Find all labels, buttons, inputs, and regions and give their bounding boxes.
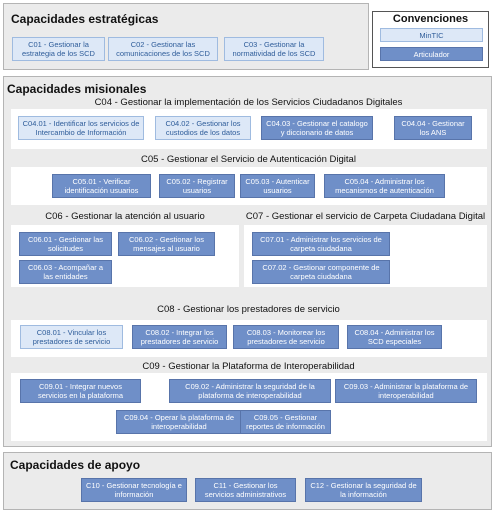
capability-c06-01[interactable]: C06.01 - Gestionar las solicitudes [19,232,112,256]
capability-c10[interactable]: C10 - Gestionar tecnología e información [81,478,187,502]
capability-c09-03[interactable]: C09.03 - Administrar la plataforma de in… [335,379,477,403]
capability-c02[interactable]: C02 - Gestionar las comunicaciones de lo… [108,37,218,61]
capability-c06-02[interactable]: C06.02 - Gestionar los mensajes al usuar… [118,232,215,256]
capability-c04-02[interactable]: C04.02 - Gestionar los custodios de los … [155,116,251,140]
group-title-c06: C06 - Gestionar la atención al usuario [45,211,205,222]
group-panel-c07: C07.01 - Administrar los servicios de ca… [244,225,487,287]
section-title: Capacidades de apoyo [10,458,141,472]
group-title-c04: C04 - Gestionar la implementación de los… [94,97,403,108]
capability-c05-02[interactable]: C05.02 - Registrar usuarios [159,174,235,198]
group-panel-c08: C08.01 - Vincular los prestadores de ser… [11,320,487,357]
capability-c09-04[interactable]: C09.04 - Operar la plataforma de interop… [116,410,242,434]
group-panel-c04: C04.01 - Identificar los servicios de In… [11,109,487,149]
capability-c05-04[interactable]: C05.04 - Administrar los mecanismos de a… [324,174,445,198]
capability-c08-02[interactable]: C08.02 - Integrar los prestadores de ser… [132,325,227,349]
legend: Convenciones MinTIC Articulador [372,11,489,68]
section-estrategicas: Capacidades estratégicas C01 - Gestionar… [3,3,369,70]
group-panel-c05: C05.01 - Verificar identificación usuari… [11,167,487,205]
capability-c09-01[interactable]: C09.01 - Integrar nuevos servicios en la… [20,379,141,403]
group-title-c05: C05 - Gestionar el Servicio de Autentica… [141,154,356,165]
capability-c03[interactable]: C03 - Gestionar la normatividad de los S… [224,37,324,61]
section-apoyo: Capacidades de apoyo C10 - Gestionar tec… [3,452,492,510]
group-title-c09: C09 - Gestionar la Plataforma de Interop… [142,361,355,372]
group-title-c07: C07 - Gestionar el servicio de Carpeta C… [245,211,486,222]
capability-c01[interactable]: C01 - Gestionar la estrategia de los SCD [12,37,105,61]
capability-c04-01[interactable]: C04.01 - Identificar los servicios de In… [18,116,144,140]
capability-c08-04[interactable]: C08.04 - Administrar los SCD especiales [347,325,442,349]
capability-c09-02[interactable]: C09.02 - Administrar la seguridad de la … [169,379,331,403]
group-panel-c09: C09.01 - Integrar nuevos servicios en la… [11,373,487,441]
capability-c06-03[interactable]: C06.03 - Acompañar a las entidades [19,260,112,284]
capability-c08-03[interactable]: C08.03 - Monitorear los prestadores de s… [233,325,339,349]
section-title: Capacidades misionales [7,82,147,96]
legend-mintic: MinTIC [380,28,483,42]
capability-c05-01[interactable]: C05.01 - Verificar identificación usuari… [52,174,151,198]
legend-title: Convenciones [392,13,469,25]
capability-c08-01[interactable]: C08.01 - Vincular los prestadores de ser… [20,325,123,349]
capability-c12[interactable]: C12 - Gestionar la seguridad de la infor… [305,478,422,502]
capability-c07-02[interactable]: C07.02 - Gestionar componente de carpeta… [252,260,390,284]
group-panel-c06: C06.01 - Gestionar las solicitudes C06.0… [11,225,239,287]
legend-articulador: Articulador [380,47,483,61]
section-title: Capacidades estratégicas [11,12,159,26]
capability-c07-01[interactable]: C07.01 - Administrar los servicios de ca… [252,232,390,256]
capability-c11[interactable]: C11 - Gestionar los servicios administra… [195,478,296,502]
capability-c09-05[interactable]: C09.05 - Gestionar reportes de informaci… [240,410,331,434]
capability-c05-03[interactable]: C05.03 - Autenticar usuarios [240,174,315,198]
section-misionales: Capacidades misionales C04 - Gestionar l… [3,76,492,447]
capability-c04-03[interactable]: C04.03 - Gestionar el catalogo y diccion… [261,116,373,140]
capability-c04-04[interactable]: C04.04 - Gestionar los ANS [394,116,472,140]
group-title-c08: C08 - Gestionar los prestadores de servi… [157,304,340,315]
